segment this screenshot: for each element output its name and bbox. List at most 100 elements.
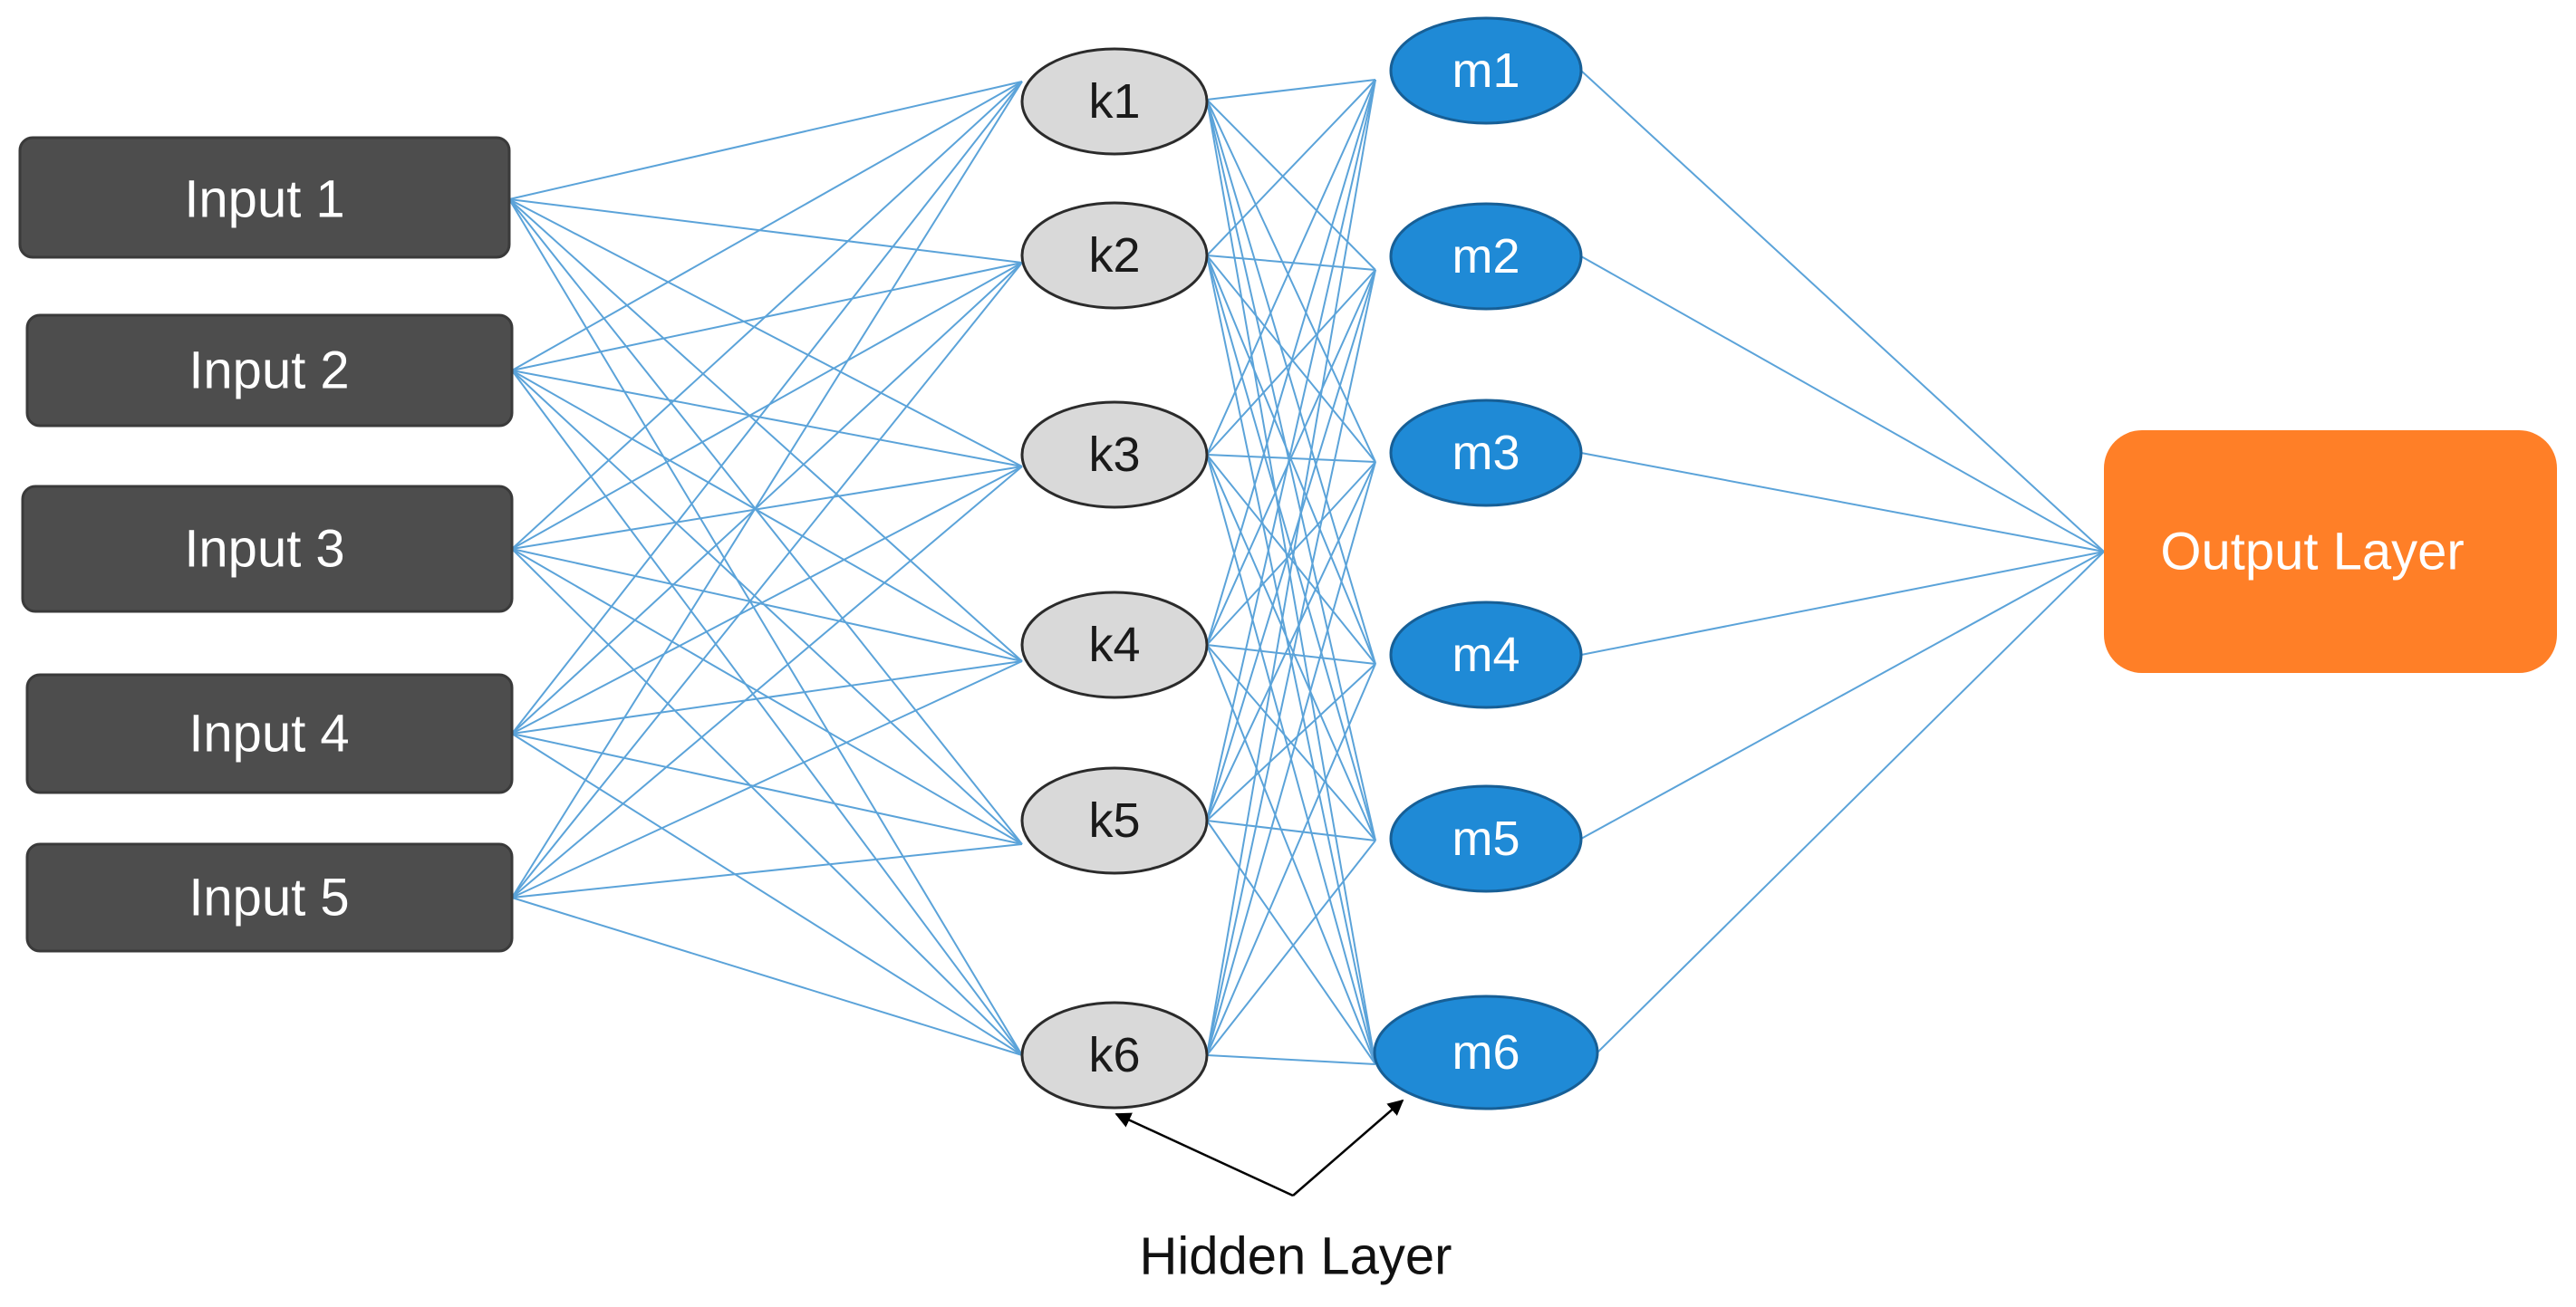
input-to-k-connections [508,81,1023,1056]
edge-input3-k3 [511,466,1023,550]
edge-k4-m1 [1206,79,1376,646]
edge-k6-m1 [1206,79,1376,1056]
input-node-4: Input 4 [25,673,514,794]
m-node-3: m3 [1389,399,1583,507]
edge-k4-m3 [1206,461,1376,646]
edge-m6-output [1597,551,2105,1053]
edge-k1-m1 [1206,79,1376,101]
edge-input1-k3 [508,198,1023,467]
edge-input4-k4 [511,660,1023,735]
input-label: Input 1 [184,170,344,229]
k-node-6: k6 [1020,1001,1209,1110]
input-layer: Input 1 Input 2 Input 3 Input 4 Input 5 [18,136,514,953]
edge-input4-k3 [511,466,1023,735]
edge-k2-m3 [1206,255,1376,463]
output-label: Output Layer [2160,523,2464,581]
edge-k4-m2 [1206,269,1376,646]
edge-input4-k2 [511,262,1023,735]
edge-input4-k6 [511,733,1023,1056]
edge-input2-k1 [511,81,1023,371]
edge-input1-k6 [508,198,1023,1056]
edge-input1-k5 [508,198,1023,845]
edge-input2-k6 [511,370,1023,1056]
edge-k1-m5 [1206,99,1376,841]
m-node-2: m2 [1389,202,1583,311]
edge-input4-k5 [511,733,1023,845]
edge-k5-m4 [1206,663,1376,822]
input-label: Input 2 [188,341,349,400]
m-label: m3 [1452,426,1520,480]
m-node-5: m5 [1389,784,1583,893]
m-label: m1 [1452,43,1520,98]
edge-k3-m4 [1206,454,1376,665]
edge-k5-m5 [1206,820,1376,841]
edge-input2-k3 [511,370,1023,467]
edge-input5-k3 [511,466,1023,899]
edge-k6-m5 [1206,840,1376,1056]
edge-k6-m6 [1206,1054,1376,1065]
edge-k4-m4 [1206,644,1376,665]
edge-k6-m2 [1206,269,1376,1056]
edge-input4-k1 [511,81,1023,735]
k-label: k3 [1088,428,1140,482]
edge-k1-m4 [1206,99,1376,665]
hidden-layer-annotation: Hidden Layer [1114,1099,1452,1286]
edge-k6-m3 [1206,461,1376,1056]
k-label: k6 [1088,1028,1140,1082]
k-to-m-connections [1206,79,1376,1065]
m-node-1: m1 [1389,16,1583,125]
edge-m4-output [1580,551,2105,656]
input-node-1: Input 1 [18,136,511,259]
edge-k5-m2 [1206,269,1376,822]
edge-k2-m1 [1206,79,1376,256]
m-to-output-connections [1580,70,2105,1053]
annotation-arrow-to-m6 [1292,1099,1404,1196]
m-label: m4 [1452,628,1520,682]
input-node-3: Input 3 [21,485,514,613]
k-node-5: k5 [1020,766,1209,875]
input-label: Input 4 [188,705,349,764]
edge-input5-k1 [511,81,1023,899]
m-node-4: m4 [1389,601,1583,709]
k-label: k2 [1088,228,1140,283]
edge-m2-output [1580,255,2105,553]
hidden-layer-m: m1 m2 m3 m4 m5 m6 [1373,16,1599,1110]
edge-input3-k6 [511,548,1023,1056]
edge-m1-output [1580,70,2105,553]
annotation-arrow-to-k6 [1114,1112,1294,1197]
input-label: Input 3 [184,520,344,579]
edge-m5-output [1580,551,2105,840]
k-node-3: k3 [1020,400,1209,509]
edge-input5-k6 [511,897,1023,1056]
k-label: k1 [1088,74,1140,129]
k-label: k4 [1088,618,1140,672]
m-label: m2 [1452,229,1520,284]
edge-k4-m6 [1206,644,1376,1065]
m-node-6: m6 [1373,995,1599,1110]
hidden-layer-label: Hidden Layer [1140,1227,1452,1286]
m-label: m6 [1452,1025,1520,1080]
edge-k5-m3 [1206,461,1376,822]
edge-k5-m1 [1206,79,1376,822]
edge-k2-m2 [1206,255,1376,271]
m-label: m5 [1452,812,1520,866]
edge-input1-k1 [508,81,1023,200]
k-node-2: k2 [1020,201,1209,310]
edge-k3-m5 [1206,454,1376,841]
input-node-5: Input 5 [25,842,514,953]
k-node-4: k4 [1020,591,1209,699]
k-label: k5 [1088,793,1140,848]
k-node-1: k1 [1020,47,1209,156]
input-label: Input 5 [188,869,349,927]
output-node: Output Layer [2104,430,2557,673]
edge-k2-m4 [1206,255,1376,665]
edge-k1-m6 [1206,99,1376,1065]
edge-k5-m6 [1206,820,1376,1065]
edge-input2-k5 [511,370,1023,845]
hidden-layer-k: k1 k2 k3 k4 k5 k6 [1020,47,1209,1110]
edge-input5-k5 [511,843,1023,899]
edge-input5-k2 [511,262,1023,899]
edge-k1-m3 [1206,99,1376,463]
edge-input1-k4 [508,198,1023,662]
